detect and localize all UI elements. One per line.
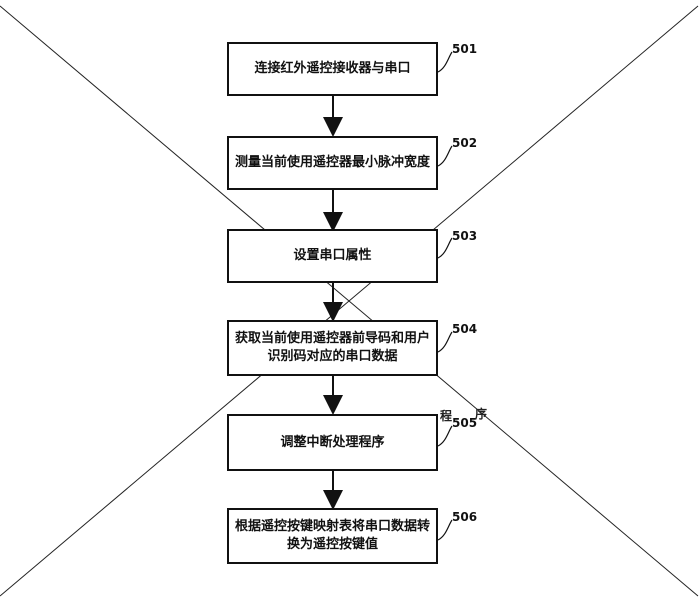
leader-504 xyxy=(437,331,453,353)
step-text-506: 根据遥控按键映射表将串口数据转换为遥控按键值 xyxy=(235,519,431,552)
leader-503 xyxy=(437,237,453,259)
leader-505 xyxy=(437,425,453,447)
step-text-503: 设置串口属性 xyxy=(293,248,372,263)
step-label-506: 506 xyxy=(452,510,478,524)
step-box-501: 连接红外遥控接收器与串口 xyxy=(227,42,438,96)
step-box-503: 设置串口属性 xyxy=(227,229,438,283)
leader-501 xyxy=(437,51,453,73)
step-box-502: 测量当前使用遥控器最小脉冲宽度 xyxy=(227,136,438,190)
step-label-501: 501 xyxy=(452,42,478,56)
step-text-501: 连接红外遥控接收器与串口 xyxy=(254,61,411,76)
step-box-504: 获取当前使用遥控器前导码和用户识别码对应的串口数据 xyxy=(227,320,438,376)
cross-line-up xyxy=(0,5,699,597)
step-label-505: 505 xyxy=(452,416,478,430)
stray-text-left: 程 xyxy=(440,409,453,423)
step-box-505: 调整中断处理程序 xyxy=(227,414,438,471)
step-label-504: 504 xyxy=(452,322,478,336)
step-label-503: 503 xyxy=(452,229,478,243)
step-box-506: 根据遥控按键映射表将串口数据转换为遥控按键值 xyxy=(227,508,438,564)
leader-506 xyxy=(437,519,453,541)
stray-text-right: 序 xyxy=(475,407,488,421)
step-text-505: 调整中断处理程序 xyxy=(280,434,385,450)
leader-502 xyxy=(437,145,453,167)
step-text-504: 获取当前使用遥控器前导码和用户识别码对应的串口数据 xyxy=(235,331,431,364)
step-label-502: 502 xyxy=(452,136,478,150)
step-text-502: 测量当前使用遥控器最小脉冲宽度 xyxy=(235,155,431,170)
